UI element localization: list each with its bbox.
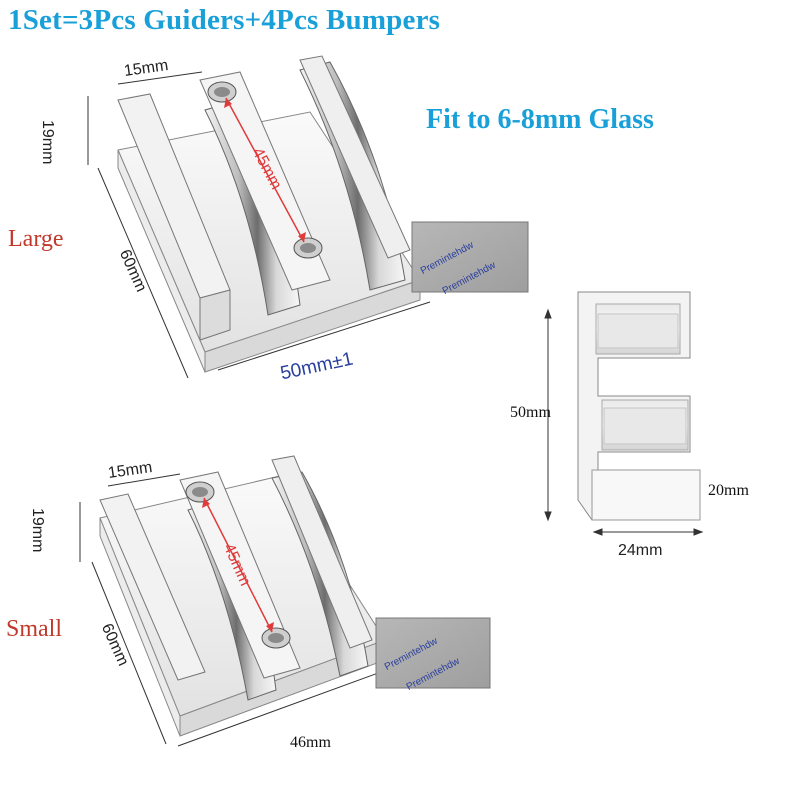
large-size-label: Large	[8, 226, 64, 252]
large-adhesive-tape: Premintehdw Premintehdw	[411, 221, 529, 297]
bumper-depth-label: 20mm	[708, 482, 749, 499]
small-dimension-lines	[79, 473, 393, 747]
small-adhesive-tape: Premintehdw Premintehdw	[375, 617, 491, 693]
small-size-label: Small	[6, 616, 63, 642]
large-guider-body	[117, 55, 421, 373]
large-height-label: 19mm	[39, 120, 56, 165]
small-height-label: 19mm	[29, 508, 46, 553]
large-hole-spacing-arrow	[224, 97, 306, 243]
bumper-dimension-lines	[544, 308, 704, 536]
small-width-label: 46mm	[290, 734, 331, 751]
glass-fit-note: Fit to 6-8mm Glass	[426, 104, 654, 135]
page-title: 1Set=3Pcs Guiders+4Pcs Bumpers	[8, 4, 441, 36]
small-guider-body	[99, 455, 386, 737]
bumper-width-label: 24mm	[618, 542, 663, 559]
small-hole-spacing-arrow	[202, 497, 274, 633]
bumper-illustration	[577, 291, 701, 521]
large-dimension-lines	[87, 71, 431, 379]
bumper-height-label: 50mm	[510, 404, 551, 421]
